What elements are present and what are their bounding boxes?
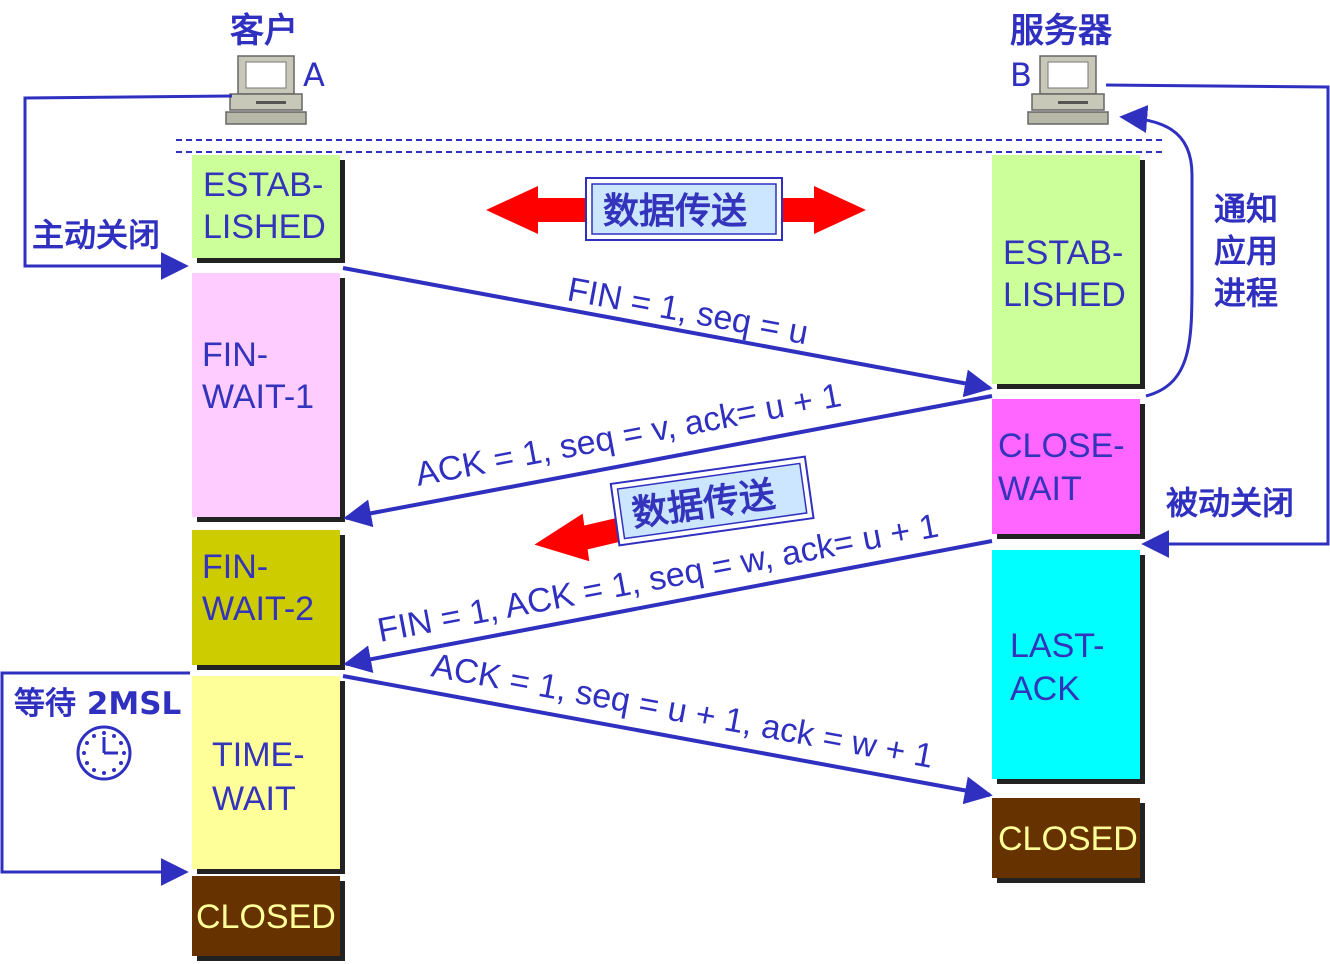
client-time-wait-line1: TIME- [212,736,305,774]
fin1-label: FIN = 1, seq = u [565,271,812,353]
client-fin-wait-2-line1: FIN- [202,548,268,586]
notify-app-line1: 通知 [1214,190,1278,228]
server-computer-icon [1027,55,1109,125]
client-state-time-wait: TIME- WAIT [192,676,345,874]
active-close-label: 主动关闭 [32,216,160,254]
passive-close-bracket [1105,83,1330,558]
client-fin-wait-1-line2: WAIT-1 [202,378,314,416]
server-last-ack-line2: ACK [1010,670,1080,708]
ack2-label: ACK = 1, seq = u + 1, ack = w + 1 [429,646,937,775]
passive-close-label: 被动关闭 [1166,484,1294,522]
client-state-fin-wait-2: FIN- WAIT-2 [192,530,345,670]
client-established-line2: LISHED [203,208,326,246]
notify-app-line3: 进程 [1214,274,1278,312]
client-state-closed: CLOSED [192,876,345,961]
active-close-bracket [23,94,233,280]
wait-2msl-bracket [0,671,190,886]
client-fin-wait-1-line1: FIN- [202,336,268,374]
server-state-last-ack: LAST- ACK [992,550,1145,784]
client-computer-icon [225,55,307,125]
client-title: 客户 [230,11,298,51]
left-red-arrow [534,513,631,562]
data-transfer-middle: 数据传送 [534,455,815,562]
fin2-arrow [343,539,993,674]
client-established-line1: ESTAB- [203,166,323,204]
client-time-wait-line2: WAIT [212,780,296,818]
server-established-line2: LISHED [1003,276,1126,314]
client-fin-wait-2-line2: WAIT-2 [202,590,314,628]
client-closed-label: CLOSED [196,898,336,936]
data-transfer-top: 数据传送 [486,177,866,241]
server-title: 服务器 [1010,11,1113,51]
fin1-arrow [342,266,993,398]
ack2-arrow [342,674,993,805]
notify-app-curve [1119,105,1194,398]
data-transfer-label-top: 数据传送 [603,191,747,232]
client-state-fin-wait-1: FIN- WAIT-1 [192,273,345,522]
server-established-line1: ESTAB- [1003,234,1123,272]
notify-app-line2: 应用 [1214,232,1278,270]
server-state-established: ESTAB- LISHED [992,155,1145,389]
client-state-established: ESTAB- LISHED [192,155,345,263]
ack1-arrow [343,394,993,528]
client-tag: A [303,56,325,94]
server-last-ack-line1: LAST- [1010,627,1104,665]
server-close-wait-line1: CLOSE- [998,427,1125,465]
server-state-close-wait: CLOSE- WAIT [992,399,1145,539]
server-closed-label: CLOSED [998,820,1138,858]
server-close-wait-line2: WAIT [998,470,1082,508]
wait-2msl-label: 等待 2MSL [14,686,181,722]
server-state-closed: CLOSED [992,798,1145,883]
server-tag: B [1010,56,1032,94]
clock-icon [76,725,132,781]
